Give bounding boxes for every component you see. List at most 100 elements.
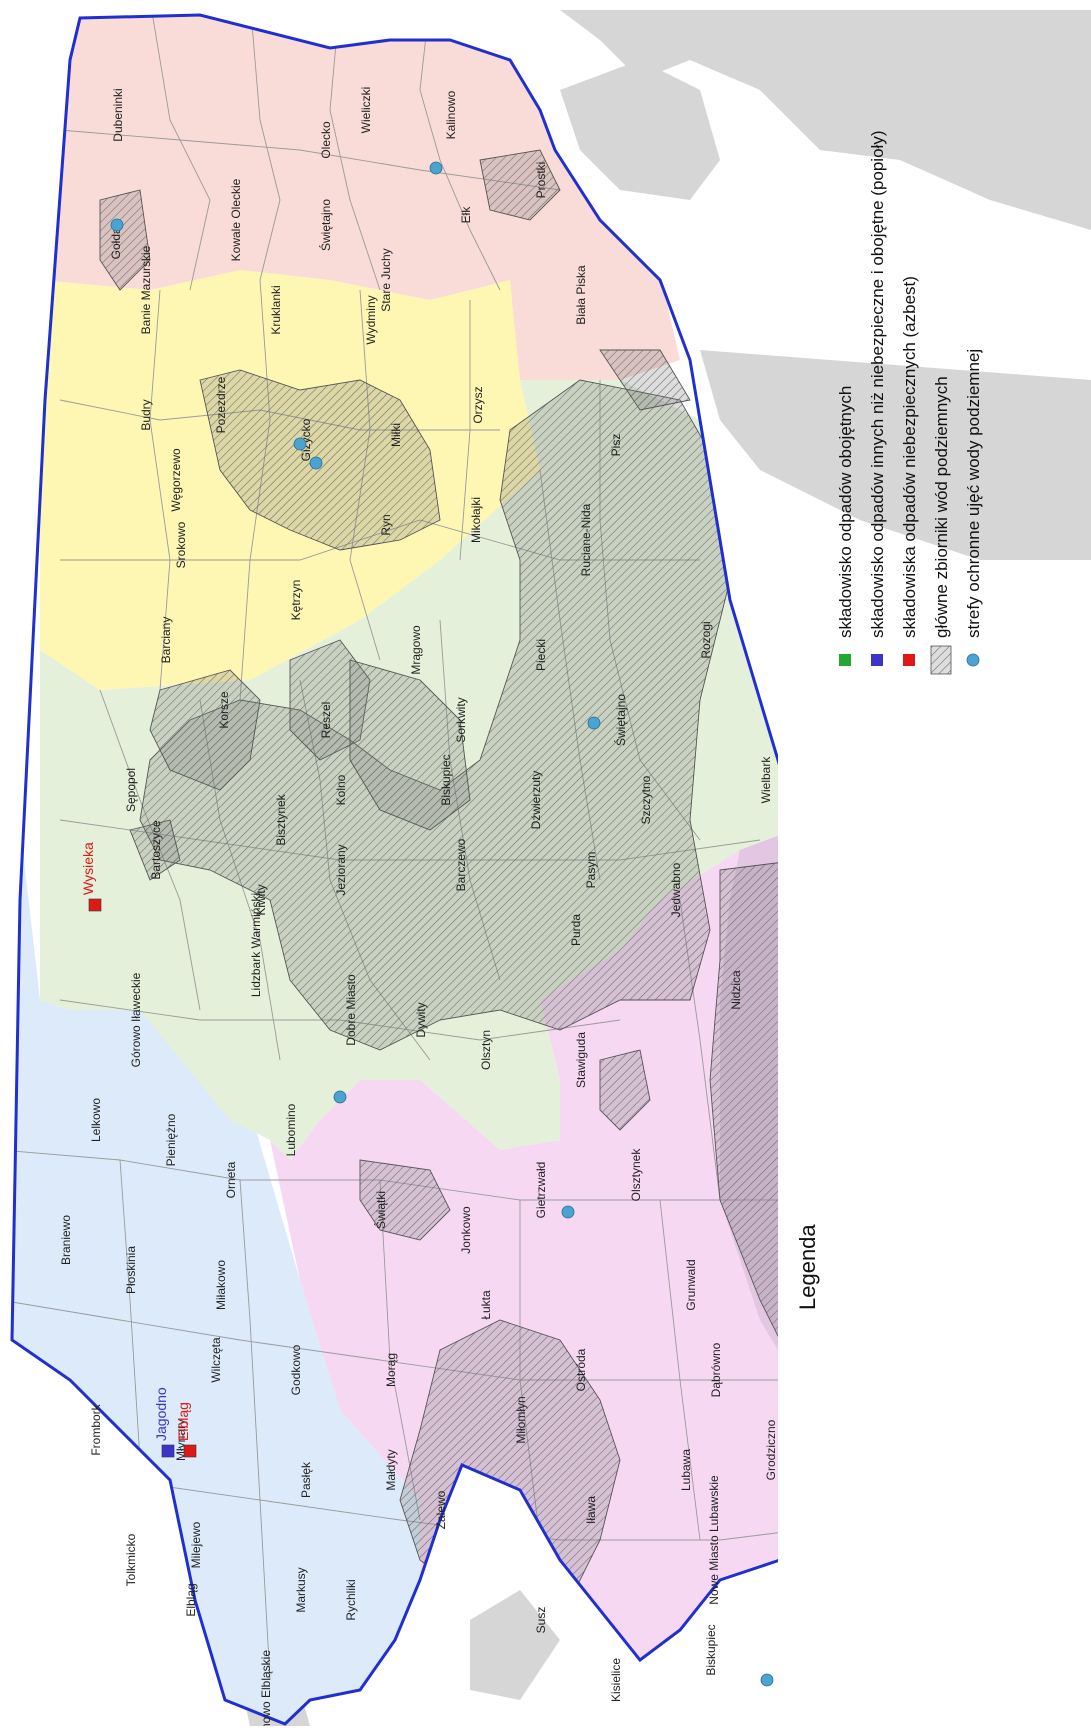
municipality-boundary <box>659 1199 701 1541</box>
outside-area <box>470 1590 560 1700</box>
aquifer-area <box>479 149 561 221</box>
municipality-label: Kiwity <box>254 884 268 915</box>
aquifer-area <box>149 669 261 791</box>
municipality-label: Świątki <box>373 1191 388 1229</box>
municipality-label: Braniewo <box>59 1215 73 1265</box>
outside-area <box>560 10 1091 230</box>
municipality-label: Nowe Miasto Lubawskie <box>707 1475 721 1605</box>
legend-label-inert: składowisko odpadów obojętnych <box>836 386 855 638</box>
legend-symbol-nonhaz <box>871 654 883 666</box>
municipality-boundary <box>149 289 171 691</box>
legend: Legenda składowisko odpadów obojętnych sk… <box>778 131 1091 1726</box>
aquifer-area <box>599 349 691 411</box>
municipality-label: Lelkowo <box>89 1098 103 1142</box>
municipality-label: Pisz <box>609 434 623 457</box>
intake-point <box>760 1673 774 1687</box>
municipality-label: Małdyty <box>384 1449 398 1490</box>
municipality-label: Stare Juchy <box>379 248 393 311</box>
municipality-label: Orneta <box>224 1161 238 1198</box>
intake-point <box>293 437 307 451</box>
waste-site-label: Elbląg <box>175 1402 191 1441</box>
legend-label-haz: składowiska odpadów niebezpiecznych (azb… <box>900 276 919 638</box>
intake-point <box>561 1205 575 1219</box>
municipality-label: Godkowo <box>289 1344 303 1395</box>
municipality-boundary <box>419 15 501 291</box>
municipality-label: Morąg <box>384 1353 398 1387</box>
legend-symbol-inert <box>839 654 851 666</box>
municipality-label: Świętajno <box>613 694 628 746</box>
municipality-label: Kisielice <box>609 1658 623 1702</box>
municipality-label: Wydminy <box>364 295 378 344</box>
municipality-label: Bartoszyce <box>149 820 163 880</box>
municipality-label: Miłomłyn <box>514 1396 528 1443</box>
municipality-label: Markusy <box>294 1567 308 1612</box>
municipality-label: Grodziczno <box>764 1419 778 1480</box>
intake-point <box>333 1090 347 1104</box>
intake-point <box>309 456 323 470</box>
municipality-label: Dobre Miasto <box>344 974 358 1046</box>
municipality-label: Mrągowo <box>409 625 423 675</box>
municipality-label: Giżycko <box>299 418 313 461</box>
aquifer-area <box>359 1159 451 1241</box>
waste-site-label: Wysieka <box>80 842 96 895</box>
municipality-label: Pasłęk <box>299 1461 313 1498</box>
municipality-label: Węgorzewo <box>169 448 183 512</box>
municipality-label: Wilczęta <box>209 1337 223 1383</box>
waste-site-marker <box>88 898 102 912</box>
municipality-label: Ruciane-Nida <box>579 503 593 576</box>
municipality-label: Biała Piska <box>574 265 588 325</box>
intake-point <box>110 218 124 232</box>
municipality-label: Rychliki <box>344 1579 358 1620</box>
municipality-label: Biskupiec <box>439 754 453 805</box>
aquifer-area <box>129 819 181 881</box>
municipality-label: Ostróda <box>574 1348 588 1391</box>
municipality-label: Płoskinia <box>124 1246 138 1294</box>
municipality-label: Barciany <box>159 617 173 664</box>
municipality-label: Lubawa <box>679 1449 693 1491</box>
legend-symbol-intake <box>966 653 980 667</box>
legend-title: Legenda <box>795 1224 820 1310</box>
municipality-label: Miłakowo <box>214 1260 228 1310</box>
municipality-label: Dubeninki <box>111 88 125 141</box>
aquifer-area <box>599 1049 651 1131</box>
region-northeast <box>40 15 680 380</box>
municipality-label: Grunwald <box>684 1259 698 1310</box>
municipality-label: Olsztyn <box>479 1030 493 1070</box>
municipality-boundary <box>149 15 211 291</box>
municipality-label: Srokowo <box>174 521 188 568</box>
municipality-label: Milejewo <box>189 1521 203 1568</box>
municipality-label: Kalinowo <box>444 90 458 139</box>
municipality-label: Świętajno <box>318 199 333 251</box>
municipality-label: Dźwierzuty <box>529 771 543 830</box>
municipality-label: Purda <box>569 914 583 946</box>
municipality-label: Kowale Oleckie <box>229 178 243 261</box>
municipality-label: Górowo Iławeckie <box>129 972 143 1067</box>
municipality-label: Jeziorany <box>334 844 348 895</box>
municipality-label: Tolkmicko <box>124 1533 138 1586</box>
municipality-label: Łukta <box>479 1290 493 1320</box>
municipality-boundary <box>249 15 281 281</box>
municipality-label: Ryn <box>379 514 393 535</box>
municipality-label: Wieliczki <box>359 87 373 134</box>
legend-box <box>778 640 1091 1726</box>
municipality-label: Kruklanki <box>269 285 283 334</box>
municipality-label: Biskupiec <box>704 1624 718 1675</box>
municipality-label: Bisztynek <box>274 793 288 845</box>
municipality-label: Iława <box>584 1496 598 1524</box>
municipality-label: Szczytno <box>639 775 653 824</box>
municipality-label: Dąbrówno <box>709 1342 723 1397</box>
municipality-label: Reszel <box>319 702 333 739</box>
municipality-label: Stawiguda <box>574 1032 588 1088</box>
municipality-label: Budry <box>139 399 153 430</box>
municipality-label: Frombork <box>89 1403 103 1455</box>
waste-site-label: Jagodno <box>153 1387 169 1441</box>
municipality-label: Piecki <box>534 639 548 671</box>
municipality-label: Nidzica <box>729 970 743 1010</box>
municipality-label: Jedwabno <box>669 862 683 917</box>
municipality-label: Ełk <box>459 206 473 224</box>
municipality-label: Elbląg <box>184 1583 198 1616</box>
water-intake-points <box>110 161 774 1687</box>
intake-point <box>429 161 443 175</box>
municipality-label: Mikołajki <box>469 497 483 543</box>
municipality-label: Banie Mazurskie <box>139 245 153 334</box>
